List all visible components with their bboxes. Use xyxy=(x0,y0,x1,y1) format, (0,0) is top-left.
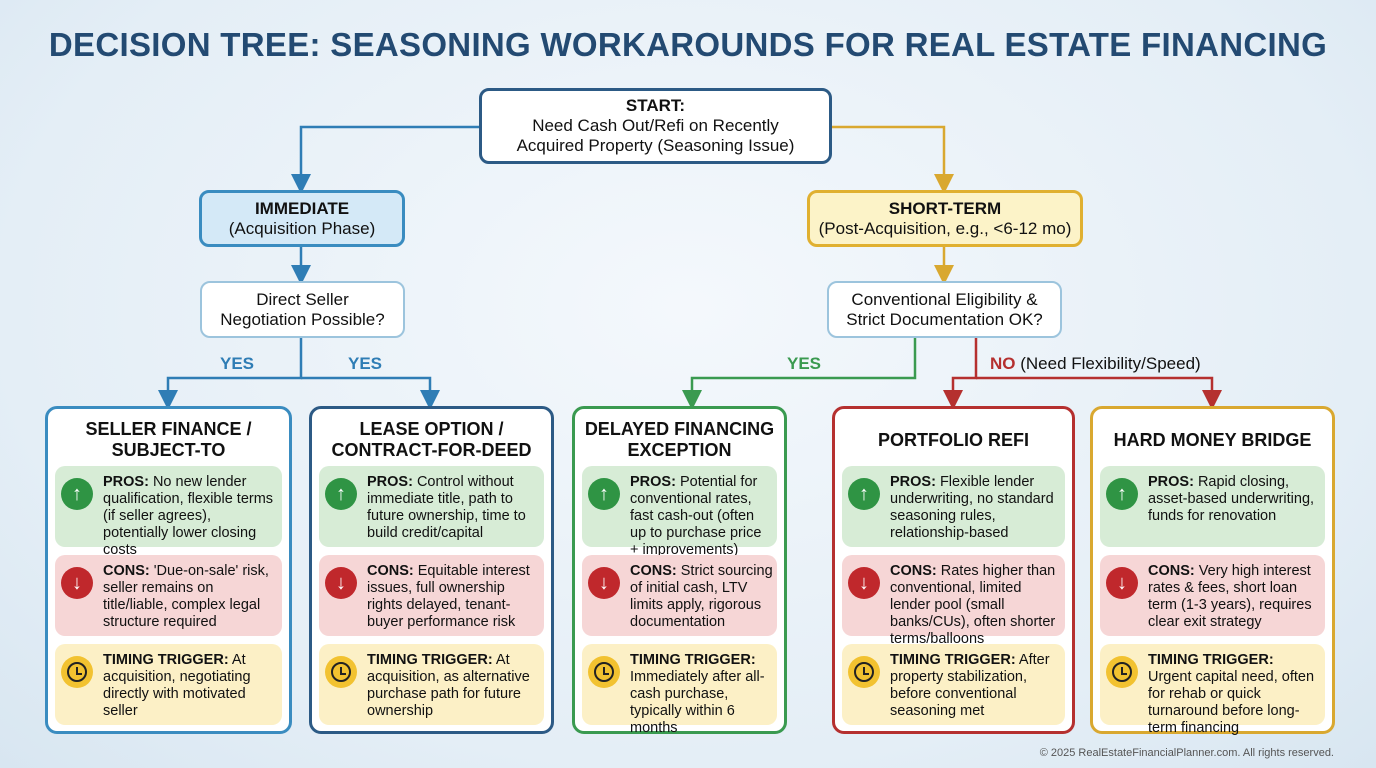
arrow-down-icon: ↓ xyxy=(325,567,357,599)
cons-section: ↓ CONS: Equitable interest issues, full o… xyxy=(319,555,544,636)
cons-label: CONS: xyxy=(367,563,414,579)
timing-label: TIMING TRIGGER: xyxy=(103,652,229,668)
arrow-up-icon: ↑ xyxy=(325,478,357,510)
cons-label: CONS: xyxy=(890,563,937,579)
pros-text: Flexible lender underwriting, no standar… xyxy=(890,474,1054,541)
cons-section: ↓ CONS: Rates higher than conventional, l… xyxy=(842,555,1065,647)
pros-text: Potential for conventional rates, fast c… xyxy=(630,474,762,558)
arrow-down-icon: ↓ xyxy=(588,567,620,599)
immediate-heading: IMMEDIATE xyxy=(254,198,350,218)
timing-label: TIMING TRIGGER: xyxy=(630,652,756,668)
arrow-down-icon: ↓ xyxy=(848,567,880,599)
pros-section: ↑ PROS: Control without immediate title, … xyxy=(319,466,544,547)
timing-section: TIMING TRIGGER: Immediately after all-ca… xyxy=(582,644,777,736)
cons-section: ↓ CONS: Strict sourcing of initial cash, … xyxy=(582,555,777,636)
cons-section: ↓ CONS: Very high interest rates & fees, … xyxy=(1100,555,1325,636)
timing-text: After property stabilization, before con… xyxy=(890,652,1050,719)
pros-section: ↑ PROS: No new lender qualification, flex… xyxy=(55,466,282,558)
pros-label: PROS: xyxy=(367,474,413,490)
arrow-down-icon: ↓ xyxy=(1106,567,1138,599)
yes-label: YES xyxy=(220,354,255,373)
arrow-up-icon: ↑ xyxy=(588,478,620,510)
immediate-text: (Acquisition Phase) xyxy=(228,218,376,238)
pros-label: PROS: xyxy=(1148,474,1194,490)
clock-icon xyxy=(61,656,93,688)
timing-label: TIMING TRIGGER: xyxy=(367,652,493,668)
pros-label: PROS: xyxy=(103,474,149,490)
start-heading: START: xyxy=(625,96,686,115)
no-note: (Need Flexibility/Speed) xyxy=(1015,354,1201,373)
page-title: DECISION TREE: SEASONING WORKAROUNDS FOR… xyxy=(48,26,1328,63)
pros-label: PROS: xyxy=(630,474,676,490)
timing-text: At acquisition, negotiating directly wit… xyxy=(103,652,251,719)
short-term-heading: SHORT-TERM xyxy=(888,198,1002,218)
no-text: NO xyxy=(990,354,1016,373)
connector-no-hardmoney xyxy=(976,376,1222,410)
card-title: HARD MONEY BRIDGE xyxy=(1113,429,1312,450)
yes-label: YES xyxy=(787,354,822,373)
no-label: NO (Need Flexibility/Speed) xyxy=(990,354,1201,374)
timing-text: Urgent capital need, often for rehab or … xyxy=(1148,669,1315,736)
timing-section: TIMING TRIGGER: At acquisition, as alter… xyxy=(319,644,544,725)
connector-start-immediate xyxy=(291,125,479,194)
timing-label: TIMING TRIGGER: xyxy=(890,652,1016,668)
timing-section: TIMING TRIGGER: After property stabiliza… xyxy=(842,644,1065,725)
clock-icon xyxy=(588,656,620,688)
pros-section: ↑ PROS: Flexible lender underwriting, no … xyxy=(842,466,1065,547)
arrow-down-icon: ↓ xyxy=(61,567,93,599)
short-term-node: SHORT-TERM (Post-Acquisition, e.g., <6-1… xyxy=(807,190,1083,247)
pros-text: Rapid closing, asset-based underwriting,… xyxy=(1148,474,1315,524)
card-portfolio-refi: PORTFOLIO REFI ↑ PROS: Flexible lender und… xyxy=(832,406,1075,734)
card-hard-money-bridge: HARD MONEY BRIDGE ↑ PROS: Rapid closing, a… xyxy=(1090,406,1335,736)
yes-label: YES xyxy=(348,354,383,373)
timing-section: TIMING TRIGGER: At acquisition, negotiat… xyxy=(55,644,282,725)
arrow-up-icon: ↑ xyxy=(61,478,93,510)
clock-icon xyxy=(848,656,880,688)
pros-section: ↑ PROS: Rapid closing, asset-based underw… xyxy=(1100,466,1325,547)
card-title: PORTFOLIO REFI xyxy=(878,429,1029,450)
arrow-up-icon: ↑ xyxy=(1106,478,1138,510)
pros-text: No new lender qualification, flexible te… xyxy=(103,474,274,558)
pros-text: Control without immediate title, path to… xyxy=(367,474,526,541)
pros-section: ↑ PROS: Potential for conventional rates,… xyxy=(582,466,777,558)
cons-label: CONS: xyxy=(1148,563,1195,579)
pros-label: PROS: xyxy=(890,474,936,490)
connector-yes-lease xyxy=(301,376,440,410)
timing-label: TIMING TRIGGER: xyxy=(1148,652,1274,668)
cons-text: 'Due-on-sale' risk, seller remains on ti… xyxy=(103,563,269,630)
seller-question-node: Direct Seller Negotiation Possible? xyxy=(200,281,405,338)
clock-icon xyxy=(325,656,357,688)
cons-section: ↓ CONS: 'Due-on-sale' risk, seller remain… xyxy=(55,555,282,636)
cons-label: CONS: xyxy=(103,563,150,579)
copyright-footer: © 2025 RealEstateFinancialPlanner.com. A… xyxy=(1039,747,1334,759)
clock-icon xyxy=(1106,656,1138,688)
immediate-node: IMMEDIATE (Acquisition Phase) xyxy=(199,190,405,247)
connector-no-portfolio xyxy=(943,338,978,410)
card-seller-finance: SELLER FINANCE / SUBJECT-TO ↑ PROS: No new… xyxy=(45,406,292,734)
cons-label: CONS: xyxy=(630,563,677,579)
card-title: LEASE OPTION / CONTRACT-FOR-DEED xyxy=(331,419,532,460)
arrow-up-icon: ↑ xyxy=(848,478,880,510)
connector-yes-delayed xyxy=(682,338,917,410)
card-delayed-financing: DELAYED FINANCING EXCEPTION ↑ PROS: Potent… xyxy=(572,406,787,736)
card-title: SELLER FINANCE / SUBJECT-TO xyxy=(85,419,252,460)
timing-section: TIMING TRIGGER: Urgent capital need, oft… xyxy=(1100,644,1325,736)
card-lease-option: LEASE OPTION / CONTRACT-FOR-DEED ↑ PROS: C… xyxy=(309,406,554,734)
cons-text: Very high interest rates & fees, short l… xyxy=(1148,563,1312,630)
start-node: START: Need Cash Out/Refi on Recently Ac… xyxy=(479,88,832,164)
card-title: DELAYED FINANCING EXCEPTION xyxy=(584,419,775,460)
connector-start-shortterm xyxy=(832,125,954,194)
cons-text: Strict sourcing of initial cash, LTV lim… xyxy=(630,563,773,630)
short-term-text: (Post-Acquisition, e.g., <6-12 mo) xyxy=(818,218,1072,238)
cons-text: Equitable interest issues, full ownershi… xyxy=(367,563,530,630)
start-text: Need Cash Out/Refi on Recently Acquired … xyxy=(516,116,795,155)
conventional-question-node: Conventional Eligibility & Strict Docume… xyxy=(827,281,1062,338)
timing-text: Immediately after all-cash purchase, typ… xyxy=(630,669,765,736)
connector-yes-seller xyxy=(158,338,303,410)
cons-text: Rates higher than conventional, limited … xyxy=(890,563,1056,647)
timing-text: At acquisition, as alternative purchase … xyxy=(367,652,530,719)
